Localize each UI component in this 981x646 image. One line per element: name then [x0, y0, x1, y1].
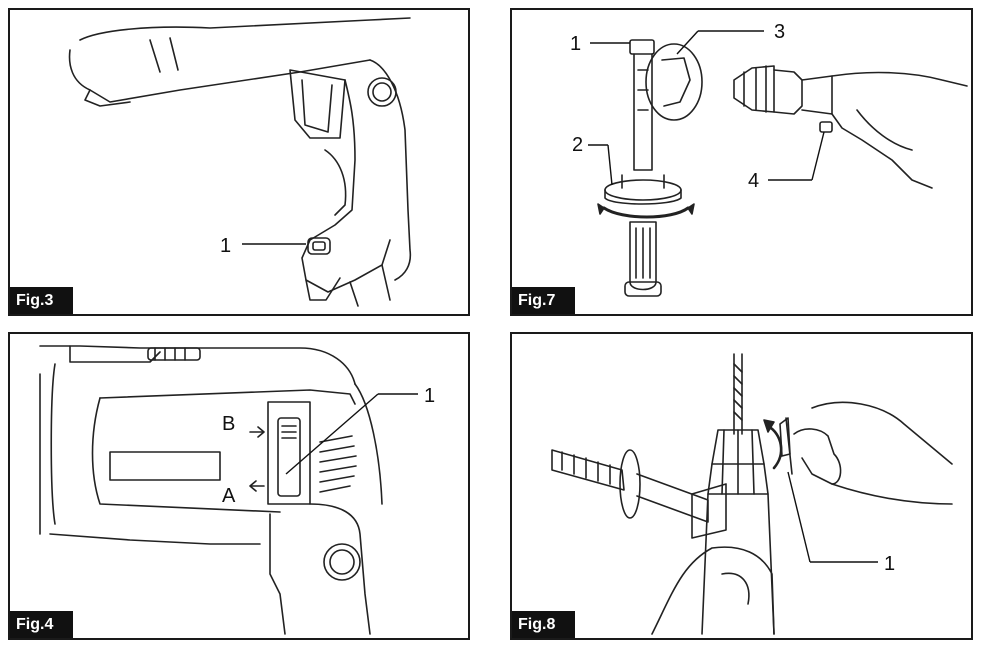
- figure-label: Fig.7: [512, 287, 576, 314]
- figure-panel-fig4: 1 B A Fig.4: [8, 332, 470, 640]
- reversing-switch-illustration: 1 B A: [39, 345, 435, 635]
- side-grip-installation-illustration: 1 2 3 4: [570, 21, 968, 297]
- callout-b: B: [222, 413, 235, 435]
- callout-1: 1: [424, 385, 435, 407]
- drill-trigger-illustration: 1: [68, 17, 412, 307]
- callout-a: A: [222, 485, 236, 507]
- figure-label: Fig.4: [10, 611, 74, 638]
- figure-label: Fig.8: [512, 611, 576, 638]
- figure-panel-fig8: 1 Fig.8: [510, 332, 973, 640]
- figure-label: Fig.3: [10, 287, 74, 314]
- callout-3: 3: [774, 21, 785, 43]
- figure-panel-fig3: 1 Fig.3: [8, 8, 470, 316]
- callout-1: 1: [570, 33, 581, 55]
- callout-1: 1: [884, 553, 895, 575]
- chuck-key-illustration: 1: [551, 353, 953, 635]
- callout-1: 1: [220, 235, 231, 257]
- figure-panel-fig7: 1 2 3 4 Fig.7: [510, 8, 973, 316]
- callout-4: 4: [748, 170, 759, 192]
- callout-2: 2: [572, 134, 583, 156]
